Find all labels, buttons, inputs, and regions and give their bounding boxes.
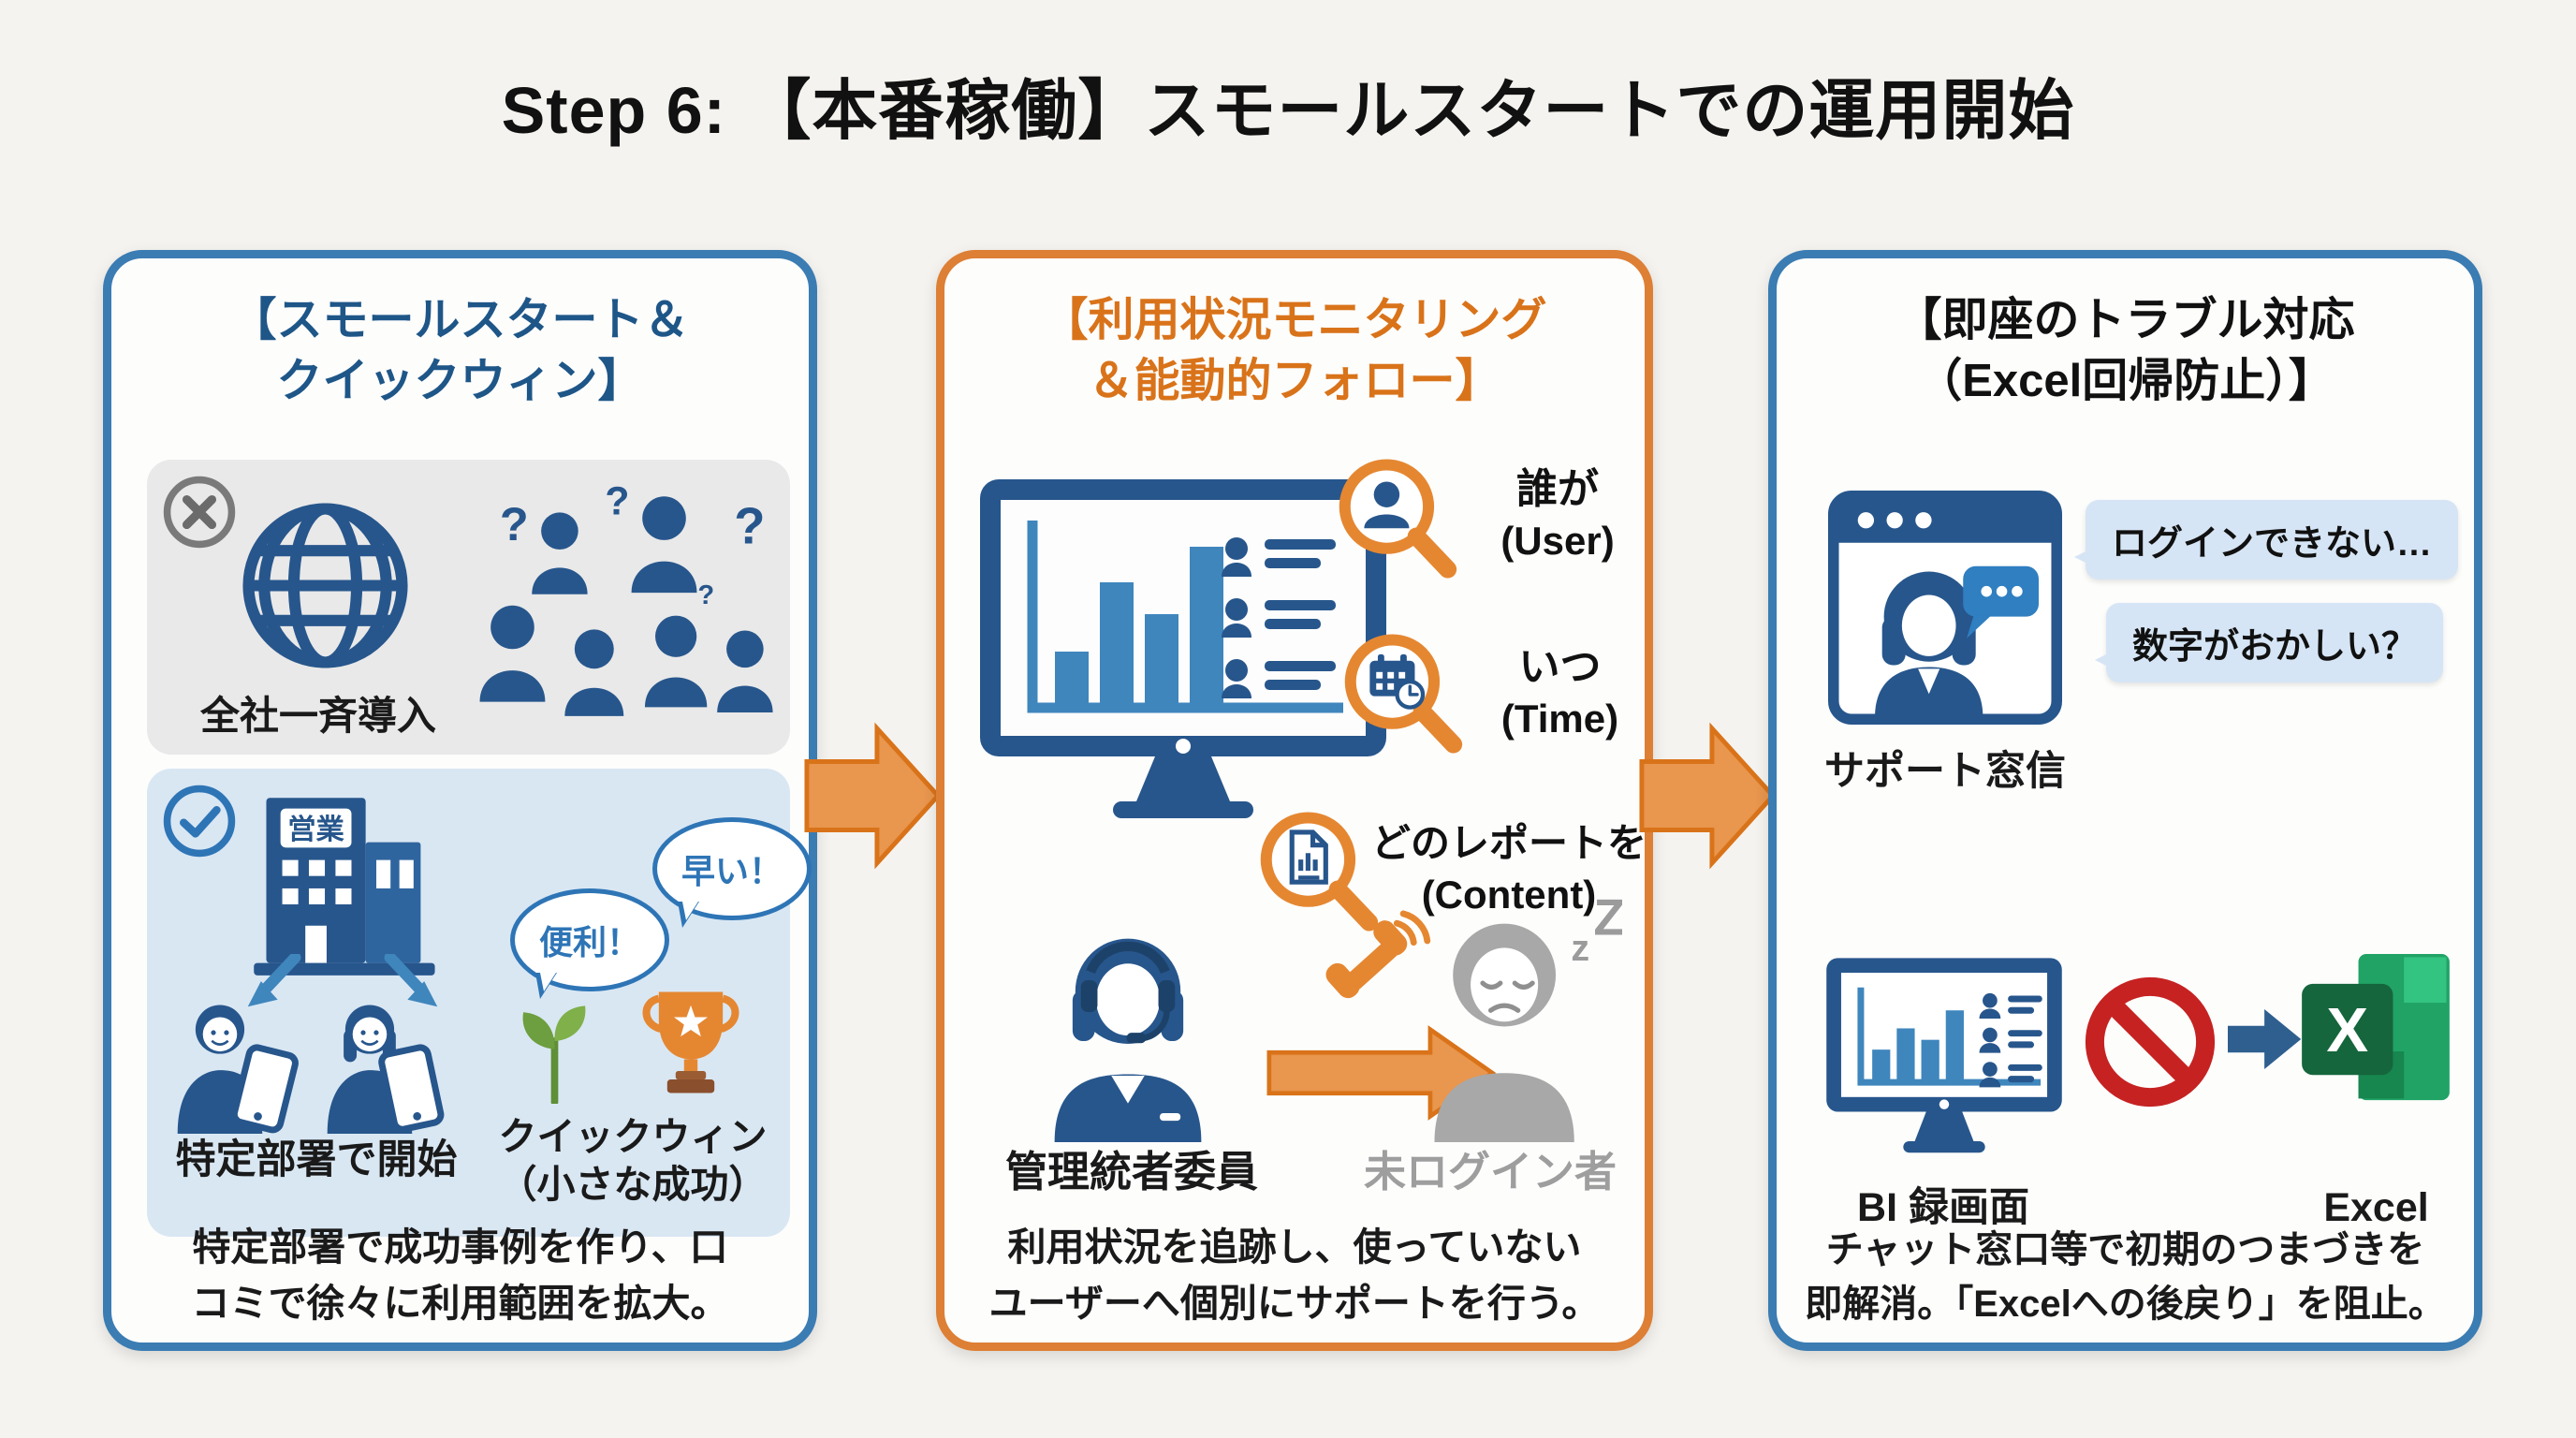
panel3-header: 【即座のトラブル対応 （Excel回帰防止）】 xyxy=(1777,290,2474,411)
mag-time-ja: いつ xyxy=(1518,644,1602,690)
panel2-footer-line1: 利用状況を追跡し、使っていない xyxy=(1007,1225,1582,1269)
seedling-icon xyxy=(522,1005,586,1104)
bi-screen-label: BI 録画面 xyxy=(1857,1185,2029,1230)
sleep-z-small: z xyxy=(1571,928,1589,969)
globe-icon xyxy=(242,503,408,668)
support-desk-label: サポート窓信 xyxy=(1824,749,2066,794)
question-mark: ? xyxy=(605,479,629,524)
sleeper-label: 未ログイン者 xyxy=(1363,1148,1617,1196)
panel3-footer: チャット窓口等で初期のつまづきを 即解消。「Excelへの後戻り」を阻止。 xyxy=(1801,1223,2450,1331)
panel1-header-line1: 【スモールスタート＆ xyxy=(230,295,690,345)
mag-user-en: (User) xyxy=(1500,519,1615,564)
admin-label: 管理統者委員 xyxy=(1004,1148,1258,1196)
to-excel-arrow-icon xyxy=(2228,1009,2302,1069)
panel-small-start: 【スモールスタート＆ クイックウィン】 xyxy=(103,250,817,1351)
support-agent-icon xyxy=(1054,938,1202,1142)
dashboard-monitor-icon xyxy=(980,479,1386,818)
magnifier-label-user: 誰が (User) xyxy=(1464,462,1651,567)
ok-case-label-quickwin: クイックウィン （小さな成功） xyxy=(482,1113,783,1210)
panel1-header-line2: クイックウィン】 xyxy=(276,355,644,406)
question-mark: ? xyxy=(734,498,765,555)
chat-bubble-numbers-text: 数字がおかしい？ xyxy=(2132,627,2418,667)
excel-icon: X xyxy=(2302,954,2450,1101)
page-title: Step 6: 【本番稼働】スモールスタートでの運用開始 xyxy=(501,74,2075,147)
building-label: 営業 xyxy=(287,814,344,845)
panel3-header-line2: （Excel回帰防止）】 xyxy=(1916,355,2334,406)
panel1-footer-line2: コミで徐々に利用範囲を拡大。 xyxy=(191,1281,729,1325)
bi-monitor-icon xyxy=(1826,958,2062,1153)
phone-call-icon xyxy=(1325,910,1431,999)
panel1-header: 【スモールスタート＆ クイックウィン】 xyxy=(111,290,809,411)
panel2-footer-line2: ユーザーへ個別にサポートを行う。 xyxy=(988,1281,1601,1325)
panel-trouble-support: 【即座のトラブル対応 （Excel回帰防止）】 ログインできない… 数字がおかし… xyxy=(1768,250,2482,1351)
panel2-header-line2: ＆能動的フォロー】 xyxy=(1088,355,1501,406)
ok-case-label-department: 特定部署で開始 xyxy=(175,1137,458,1182)
magnifier-user-icon xyxy=(1339,459,1457,579)
check-icon xyxy=(163,785,236,858)
magnifier-time-icon xyxy=(1344,634,1463,754)
trophy-icon xyxy=(642,991,739,1093)
tablet-user-icon xyxy=(177,1005,299,1134)
speech-bubble-hayai: 早い！ xyxy=(652,817,812,928)
bubble-benri-text: 便利！ xyxy=(539,923,641,961)
panel1-footer-line1: 特定部署で成功事例を作り、口 xyxy=(192,1225,728,1269)
sleeping-user-icon: z Z xyxy=(1434,893,1622,1142)
bubble-hayai-text: 早い！ xyxy=(681,852,783,890)
mag-report-en: (Content) xyxy=(1421,872,1597,917)
excel-label: Excel xyxy=(2323,1185,2429,1230)
magnifier-label-report: どのレポートを (Content) xyxy=(1364,818,1654,920)
sales-building-icon: 営業 xyxy=(254,798,435,976)
sleep-z-big: Z xyxy=(1593,893,1622,946)
chat-bubble-numbers: 数字がおかしい？ xyxy=(2094,603,2444,682)
panel-monitoring: 【利用状況モニタリング ＆能動的フォロー】 xyxy=(936,250,1653,1351)
flow-arrow-icon xyxy=(1639,722,1777,870)
mag-report-ja: どのレポートを xyxy=(1370,821,1647,865)
flow-arrow-icon xyxy=(804,722,942,870)
no-entry-icon xyxy=(2085,976,2216,1108)
quickwin-line1: クイックウィン xyxy=(498,1115,768,1158)
panel2-header-line1: 【利用状況モニタリング xyxy=(1042,295,1547,345)
chat-bubble-login-text: ログインできない… xyxy=(2112,524,2433,564)
excel-letter: X xyxy=(2326,995,2368,1065)
ok-case-box: 営業 xyxy=(147,769,812,1237)
panel3-header-line1: 【即座のトラブル対応 xyxy=(1895,295,2355,345)
speech-bubble-benri: 便利！ xyxy=(510,888,670,999)
tablet-user-icon xyxy=(327,1005,445,1134)
chat-bubble-login: ログインできない… xyxy=(2073,500,2459,580)
panel2-header: 【利用状況モニタリング ＆能動的フォロー】 xyxy=(944,290,1645,411)
panel1-footer: 特定部署で成功事例を作り、口 コミで徐々に利用範囲を拡大。 xyxy=(136,1220,784,1331)
panel2-footer: 利用状況を追跡し、使っていない ユーザーへ個別にサポートを行う。 xyxy=(969,1220,1620,1331)
x-mark-icon xyxy=(163,476,236,549)
split-arrows-icon xyxy=(247,954,438,1007)
question-mark: ? xyxy=(500,497,529,550)
quickwin-line2: （小さな成功） xyxy=(498,1163,768,1207)
ng-case-box: ? ? ? ? 全社一斉導入 xyxy=(147,460,790,755)
magnifier-label-time: いつ (Time) xyxy=(1469,640,1651,745)
confused-crowd-icon: ? ? ? ? xyxy=(479,479,773,716)
ng-case-label: 全社一斉導入 xyxy=(199,694,436,738)
question-mark: ? xyxy=(697,580,714,610)
magnifier-report-icon xyxy=(1260,812,1379,932)
mag-time-en: (Time) xyxy=(1500,697,1619,741)
panel3-footer-line1: チャット窓口等で初期のつまづきを xyxy=(1825,1229,2425,1270)
support-window-icon xyxy=(1828,491,2062,725)
mag-user-ja: 誰が xyxy=(1516,466,1599,512)
panel3-footer-line2: 即解消。「Excelへの後戻り」を阻止。 xyxy=(1805,1284,2446,1325)
